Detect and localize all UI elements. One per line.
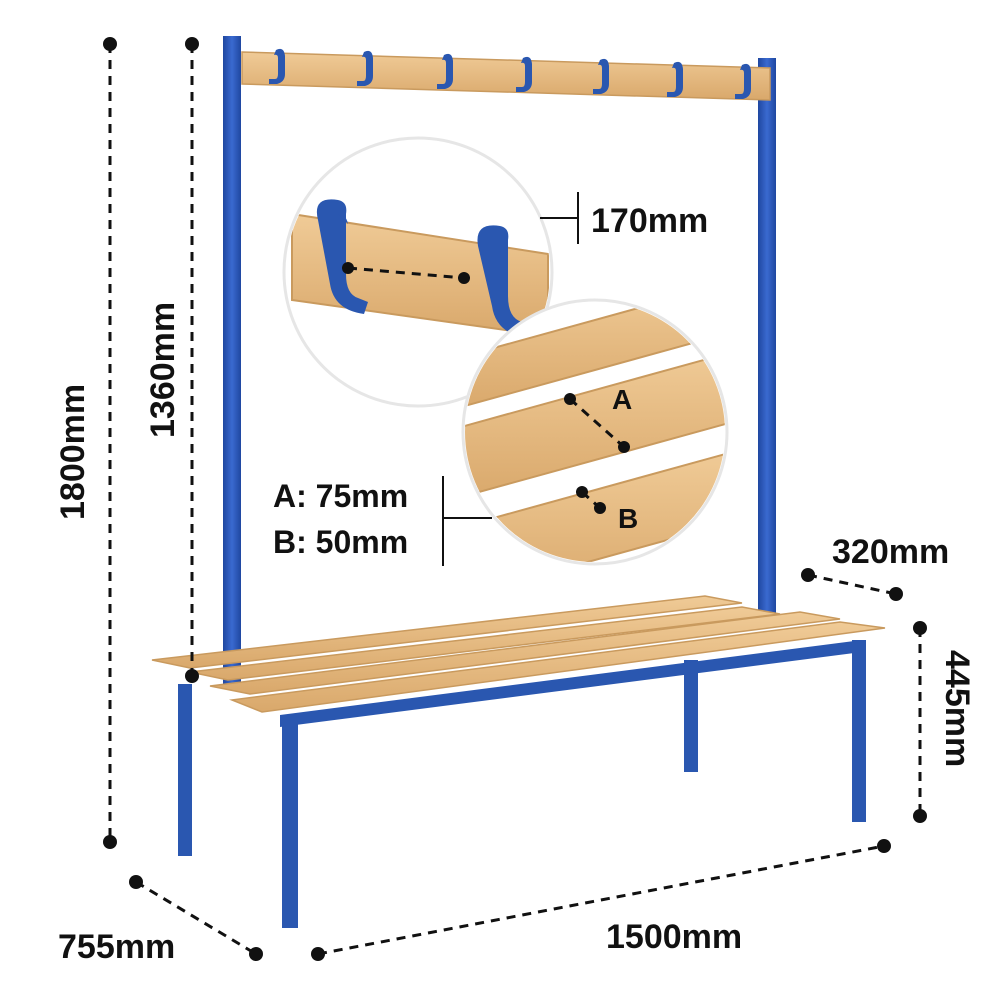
marker-a: A (612, 384, 632, 415)
bench-leg (852, 640, 866, 822)
seat-height-label: 445mm (938, 650, 976, 767)
dimension-bench-depth: 320mm (801, 533, 949, 601)
bench-leg (684, 660, 698, 772)
hook-height-label: 1360mm (144, 302, 182, 438)
coat-hook-icon (516, 56, 532, 92)
length-label: 1500mm (606, 918, 742, 956)
hook-rail (241, 48, 771, 101)
seat-slats (151, 595, 886, 713)
bench-leg (282, 716, 298, 928)
bench-depth-label: 320mm (832, 533, 949, 571)
dimension-length: 1500mm (311, 839, 891, 961)
hook-spacing-label: 170mm (591, 202, 708, 240)
left-upright (223, 36, 241, 686)
back-frame (223, 36, 776, 686)
slat-width-label: A: 75mm (273, 478, 408, 514)
coat-hook-icon (357, 50, 373, 86)
marker-b: B (618, 503, 638, 534)
slat-detail-callout: A B A: 75mm B: 50mm (273, 298, 729, 566)
right-upright (758, 58, 776, 618)
overall-depth-label: 755mm (58, 928, 175, 966)
coat-hooks (269, 48, 751, 99)
seat-slat (209, 611, 841, 695)
bench-frame-rail (280, 640, 862, 727)
coat-hook-icon (316, 199, 368, 314)
seat-slat (151, 595, 743, 669)
coat-hook-icon (269, 48, 285, 84)
coat-hook-icon (667, 61, 683, 97)
dimension-overall-height: 1800mm (54, 37, 117, 849)
dimension-hook-height: 1360mm (144, 37, 199, 683)
dimension-overall-depth: 755mm (58, 875, 263, 966)
seat-slat (229, 621, 886, 713)
coat-hook-icon (437, 53, 453, 89)
slat-gap-label: B: 50mm (273, 524, 408, 560)
hook-rail-board (241, 51, 771, 101)
coat-hook-icon (735, 63, 751, 99)
bench-leg (178, 684, 192, 856)
bench (151, 595, 886, 928)
coat-hook-icon (477, 225, 532, 338)
dimension-seat-height: 445mm (913, 621, 976, 823)
overall-height-label: 1800mm (54, 384, 92, 520)
coat-hook-icon (593, 58, 609, 94)
